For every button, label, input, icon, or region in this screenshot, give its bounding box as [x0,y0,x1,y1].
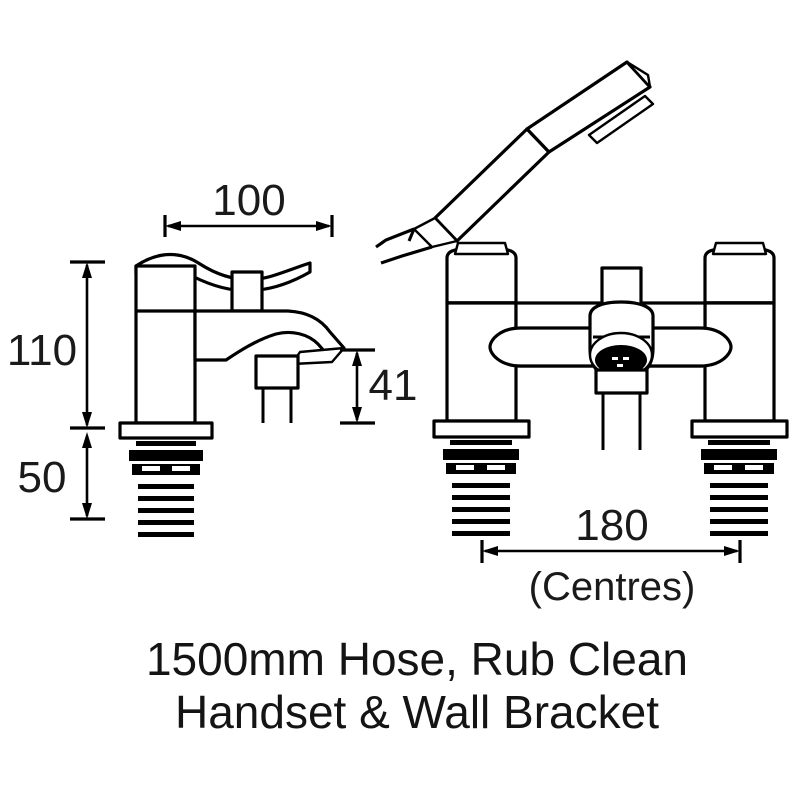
dimension-50-group: 50 [18,432,105,521]
front-elevation-view [432,241,789,536]
dimension-100-arrow-right [316,221,332,231]
dimension-180-arrow-left [482,546,498,556]
side-backnut-notch-2 [172,466,190,471]
front-handle-left-lever [453,241,510,256]
front-outlet-hole-2 [623,357,629,360]
front-shower-outlet-collar [594,368,649,395]
side-base-flange [118,421,214,440]
front-handle-right-lever [711,241,768,256]
dimension-50-arrow-top [82,432,92,448]
hose-line-upper [375,227,415,249]
side-spout [193,309,346,362]
dimension-110-arrow-bottom [82,412,92,428]
side-backnut [132,464,200,475]
front-base-flange-right [690,419,789,439]
front-diverter-outlet [595,345,647,375]
side-body-column [134,264,197,425]
side-diverter-knob [230,270,264,313]
dimension-41-arrow-top [352,350,362,366]
centres-note-label: (Centres) [529,565,696,609]
dimension-100-label: 100 [212,176,285,225]
front-backnut-right-notch-2 [745,465,763,470]
front-threaded-tail-right [710,483,768,536]
front-washer-left-2 [443,449,519,460]
dimension-180-group: 180 (Centres) [480,501,742,609]
dimension-50-label: 50 [18,453,67,502]
front-outlet-hole-1 [612,357,618,360]
side-backnut-notch-1 [142,466,160,471]
caption-line-2: Handset & Wall Bracket [175,686,659,738]
dimension-180-label: 180 [575,501,648,550]
dimension-41-group: 41 [340,348,418,425]
front-backnut-right [704,463,774,474]
front-backnut-left-notch-1 [456,465,474,470]
front-threaded-tail-left [452,483,510,536]
dimension-50-arrow-bottom [82,503,92,519]
dimension-41-label: 41 [369,361,418,410]
caption-block: 1500mm Hose, Rub Clean Handset & Wall Br… [146,633,688,738]
side-threaded-tail [138,484,194,537]
handset-tip-cap [625,60,652,89]
dimension-110-group: 110 [7,260,105,430]
front-handle-left [445,247,518,305]
side-washer-2 [129,450,203,461]
caption-line-1: 1500mm Hose, Rub Clean [146,633,688,685]
hose-line-lower [380,245,433,265]
dimension-110-arrow-top [82,262,92,278]
shower-handset-illustration [375,60,655,265]
front-handle-right [703,247,776,305]
front-base-flange-left [432,419,531,439]
front-backnut-left [446,463,516,474]
dimension-110-label: 110 [7,326,77,375]
dimension-180-arrow-right [724,546,740,556]
front-backnut-left-notch-2 [487,465,505,470]
dimension-41-arrow-bottom [352,407,362,423]
dimension-100-group: 100 [163,176,334,237]
side-washer-1 [136,441,196,446]
hose-collar-seam [407,228,416,242]
front-outlet-hole-3 [617,364,623,367]
front-washer-right-2 [701,449,777,460]
front-washer-right-1 [708,440,770,445]
side-shower-outlet-collar [254,354,300,390]
front-backnut-right-notch-1 [714,465,732,470]
side-elevation-view [118,253,346,537]
front-washer-left-1 [450,440,512,445]
handset-rubclean-strip [587,94,655,145]
dimension-100-arrow-left [165,221,181,231]
